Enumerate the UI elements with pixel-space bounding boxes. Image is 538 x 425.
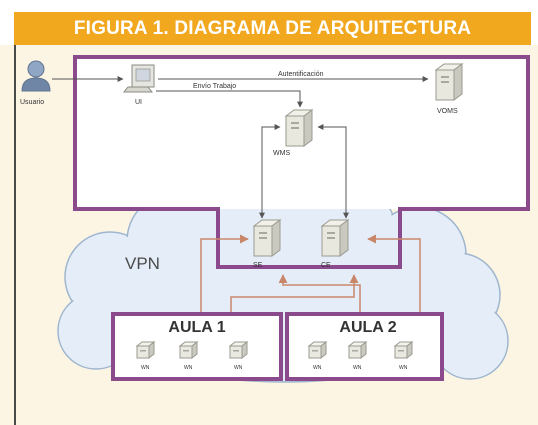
wn-label: WN xyxy=(184,365,193,371)
voms-label: VOMS xyxy=(437,108,458,115)
wn-icon xyxy=(308,341,327,359)
voms-server-icon xyxy=(435,63,463,101)
wms-server-icon xyxy=(285,109,313,147)
vpn-label: VPN xyxy=(125,254,160,273)
user-icon xyxy=(21,60,51,92)
user-label: Usuario xyxy=(20,99,44,106)
wn-icon xyxy=(179,341,198,359)
wms-se-arrow xyxy=(259,124,281,219)
storage-links xyxy=(200,234,421,313)
auth-label: Autentificación xyxy=(278,71,324,78)
lab-2-title: AULA 2 xyxy=(339,319,396,336)
se-label: SE xyxy=(253,262,263,269)
ce-label: CE xyxy=(321,262,331,269)
se-server-icon xyxy=(253,219,281,257)
wn-icon xyxy=(394,341,413,359)
left-rule xyxy=(14,45,16,425)
wn-icon xyxy=(136,341,155,359)
wn-label: WN xyxy=(399,365,408,371)
wn-label: WN xyxy=(141,365,150,371)
wn-label: WN xyxy=(234,365,243,371)
figure-title: FIGURA 1. DIAGRAMA DE ARQUITECTURA xyxy=(73,18,472,39)
grid-zone-frame xyxy=(73,55,530,269)
title-banner xyxy=(14,12,531,45)
wms-ce-arrow xyxy=(317,124,349,219)
ui-computer-icon xyxy=(122,64,155,93)
architecture-diagram: VPN Usuario UI Autentificación Envío xyxy=(14,45,530,425)
ui-label: UI xyxy=(135,99,142,106)
wn-icon xyxy=(348,341,367,359)
wn-label: WN xyxy=(353,365,362,371)
wn-label: WN xyxy=(313,365,322,371)
wn-icon xyxy=(229,341,248,359)
ce-server-icon xyxy=(321,219,349,257)
submit-arrow xyxy=(156,90,303,108)
lab-1-title: AULA 1 xyxy=(168,319,225,336)
submit-label: Envío Trabajo xyxy=(193,83,236,90)
wms-label: WMS xyxy=(273,150,290,157)
